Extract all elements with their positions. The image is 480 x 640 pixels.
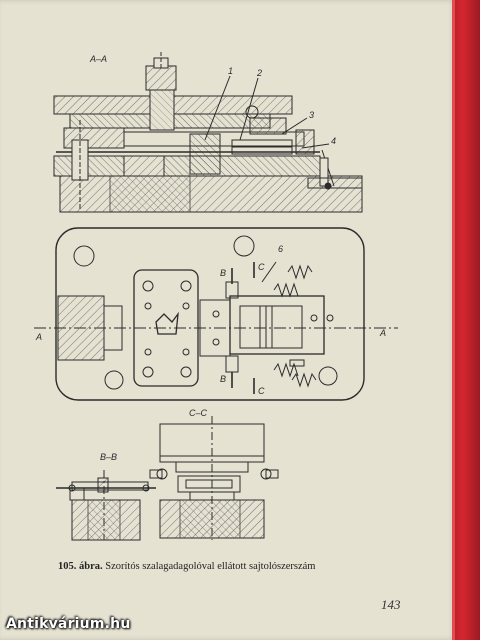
section-c-c-drawing	[149, 416, 279, 540]
part-number-6: 6	[278, 244, 284, 254]
part-number-2: 2	[257, 68, 263, 78]
section-a-a-drawing	[53, 52, 363, 213]
section-b-b-drawing	[56, 470, 156, 541]
figure-caption-text: Szorítós szalagadagolóval ellátott sajto…	[102, 561, 316, 572]
section-mark-b-bottom: B	[220, 374, 227, 384]
watermark-logo: Antikvárium.hu	[6, 616, 131, 632]
section-c-c-label: C–C	[189, 408, 208, 418]
page-number: 143	[381, 597, 401, 612]
red-book-cover-edge	[452, 0, 480, 640]
section-a-a-label: A–A	[90, 54, 108, 64]
section-mark-b-top: B	[220, 268, 227, 278]
section-mark-a-right: A	[380, 328, 387, 338]
figure-caption: 105. ábra. Szorítós szalagadagolóval ell…	[58, 561, 438, 572]
part-number-4: 4	[331, 136, 337, 146]
technical-drawing	[34, 52, 398, 541]
part-number-3: 3	[309, 110, 315, 120]
figure-number: 105. ábra.	[58, 561, 103, 572]
section-b-b-label: B–B	[100, 452, 118, 462]
plan-view-drawing	[34, 227, 398, 401]
section-mark-c-bottom: C	[258, 386, 265, 396]
section-mark-a-left: A	[36, 332, 43, 342]
section-mark-c-top: C	[258, 262, 265, 272]
part-number-1: 1	[228, 66, 234, 76]
